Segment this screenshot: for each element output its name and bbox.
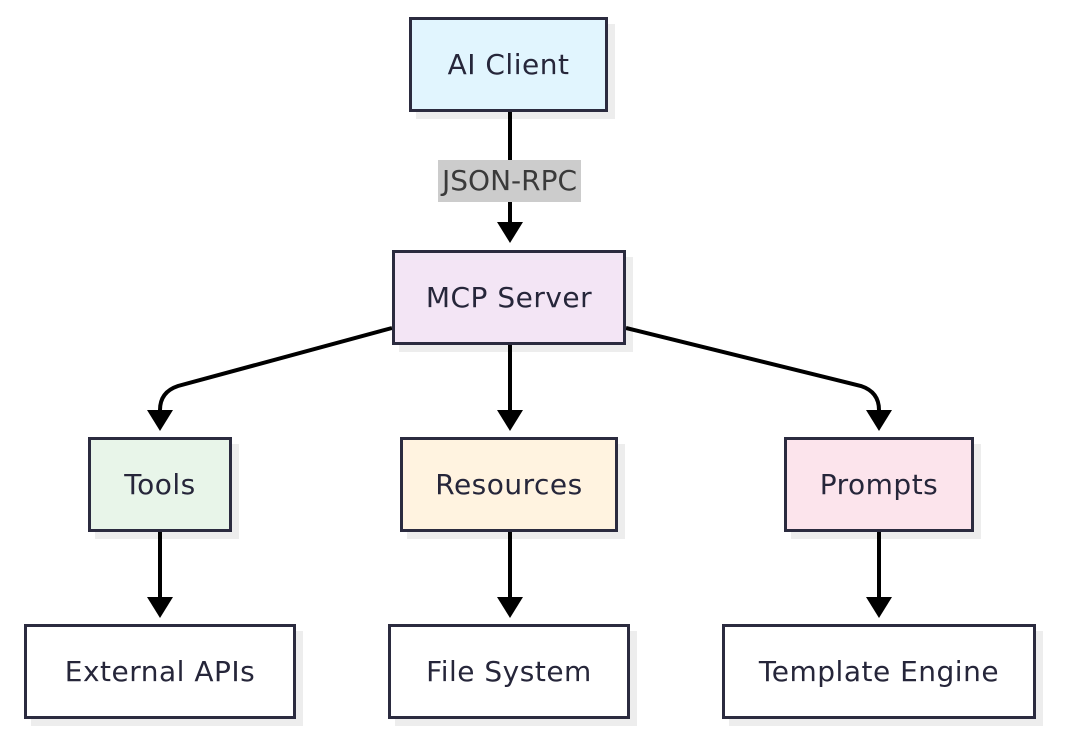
edge-label-json-rpc: JSON-RPC	[438, 160, 582, 202]
arrowhead-filesystem	[497, 597, 523, 618]
arrowhead-resources	[497, 410, 523, 431]
edge-server-tools	[158, 326, 393, 420]
arrowhead-prompts	[866, 410, 892, 431]
edge-server-prompts	[625, 326, 881, 420]
arrowhead-template	[866, 597, 892, 618]
arrowhead-server	[497, 222, 523, 243]
node-external-apis: External APIs	[24, 624, 296, 719]
node-prompts: Prompts	[784, 437, 974, 532]
arrowhead-apis	[147, 597, 173, 618]
node-resources: Resources	[400, 437, 618, 532]
arrowhead-tools	[147, 410, 173, 431]
node-template-engine: Template Engine	[722, 624, 1036, 719]
node-tools: Tools	[88, 437, 232, 532]
node-mcp-server: MCP Server	[392, 250, 626, 345]
node-file-system: File System	[388, 624, 630, 719]
node-ai-client: AI Client	[409, 17, 608, 112]
